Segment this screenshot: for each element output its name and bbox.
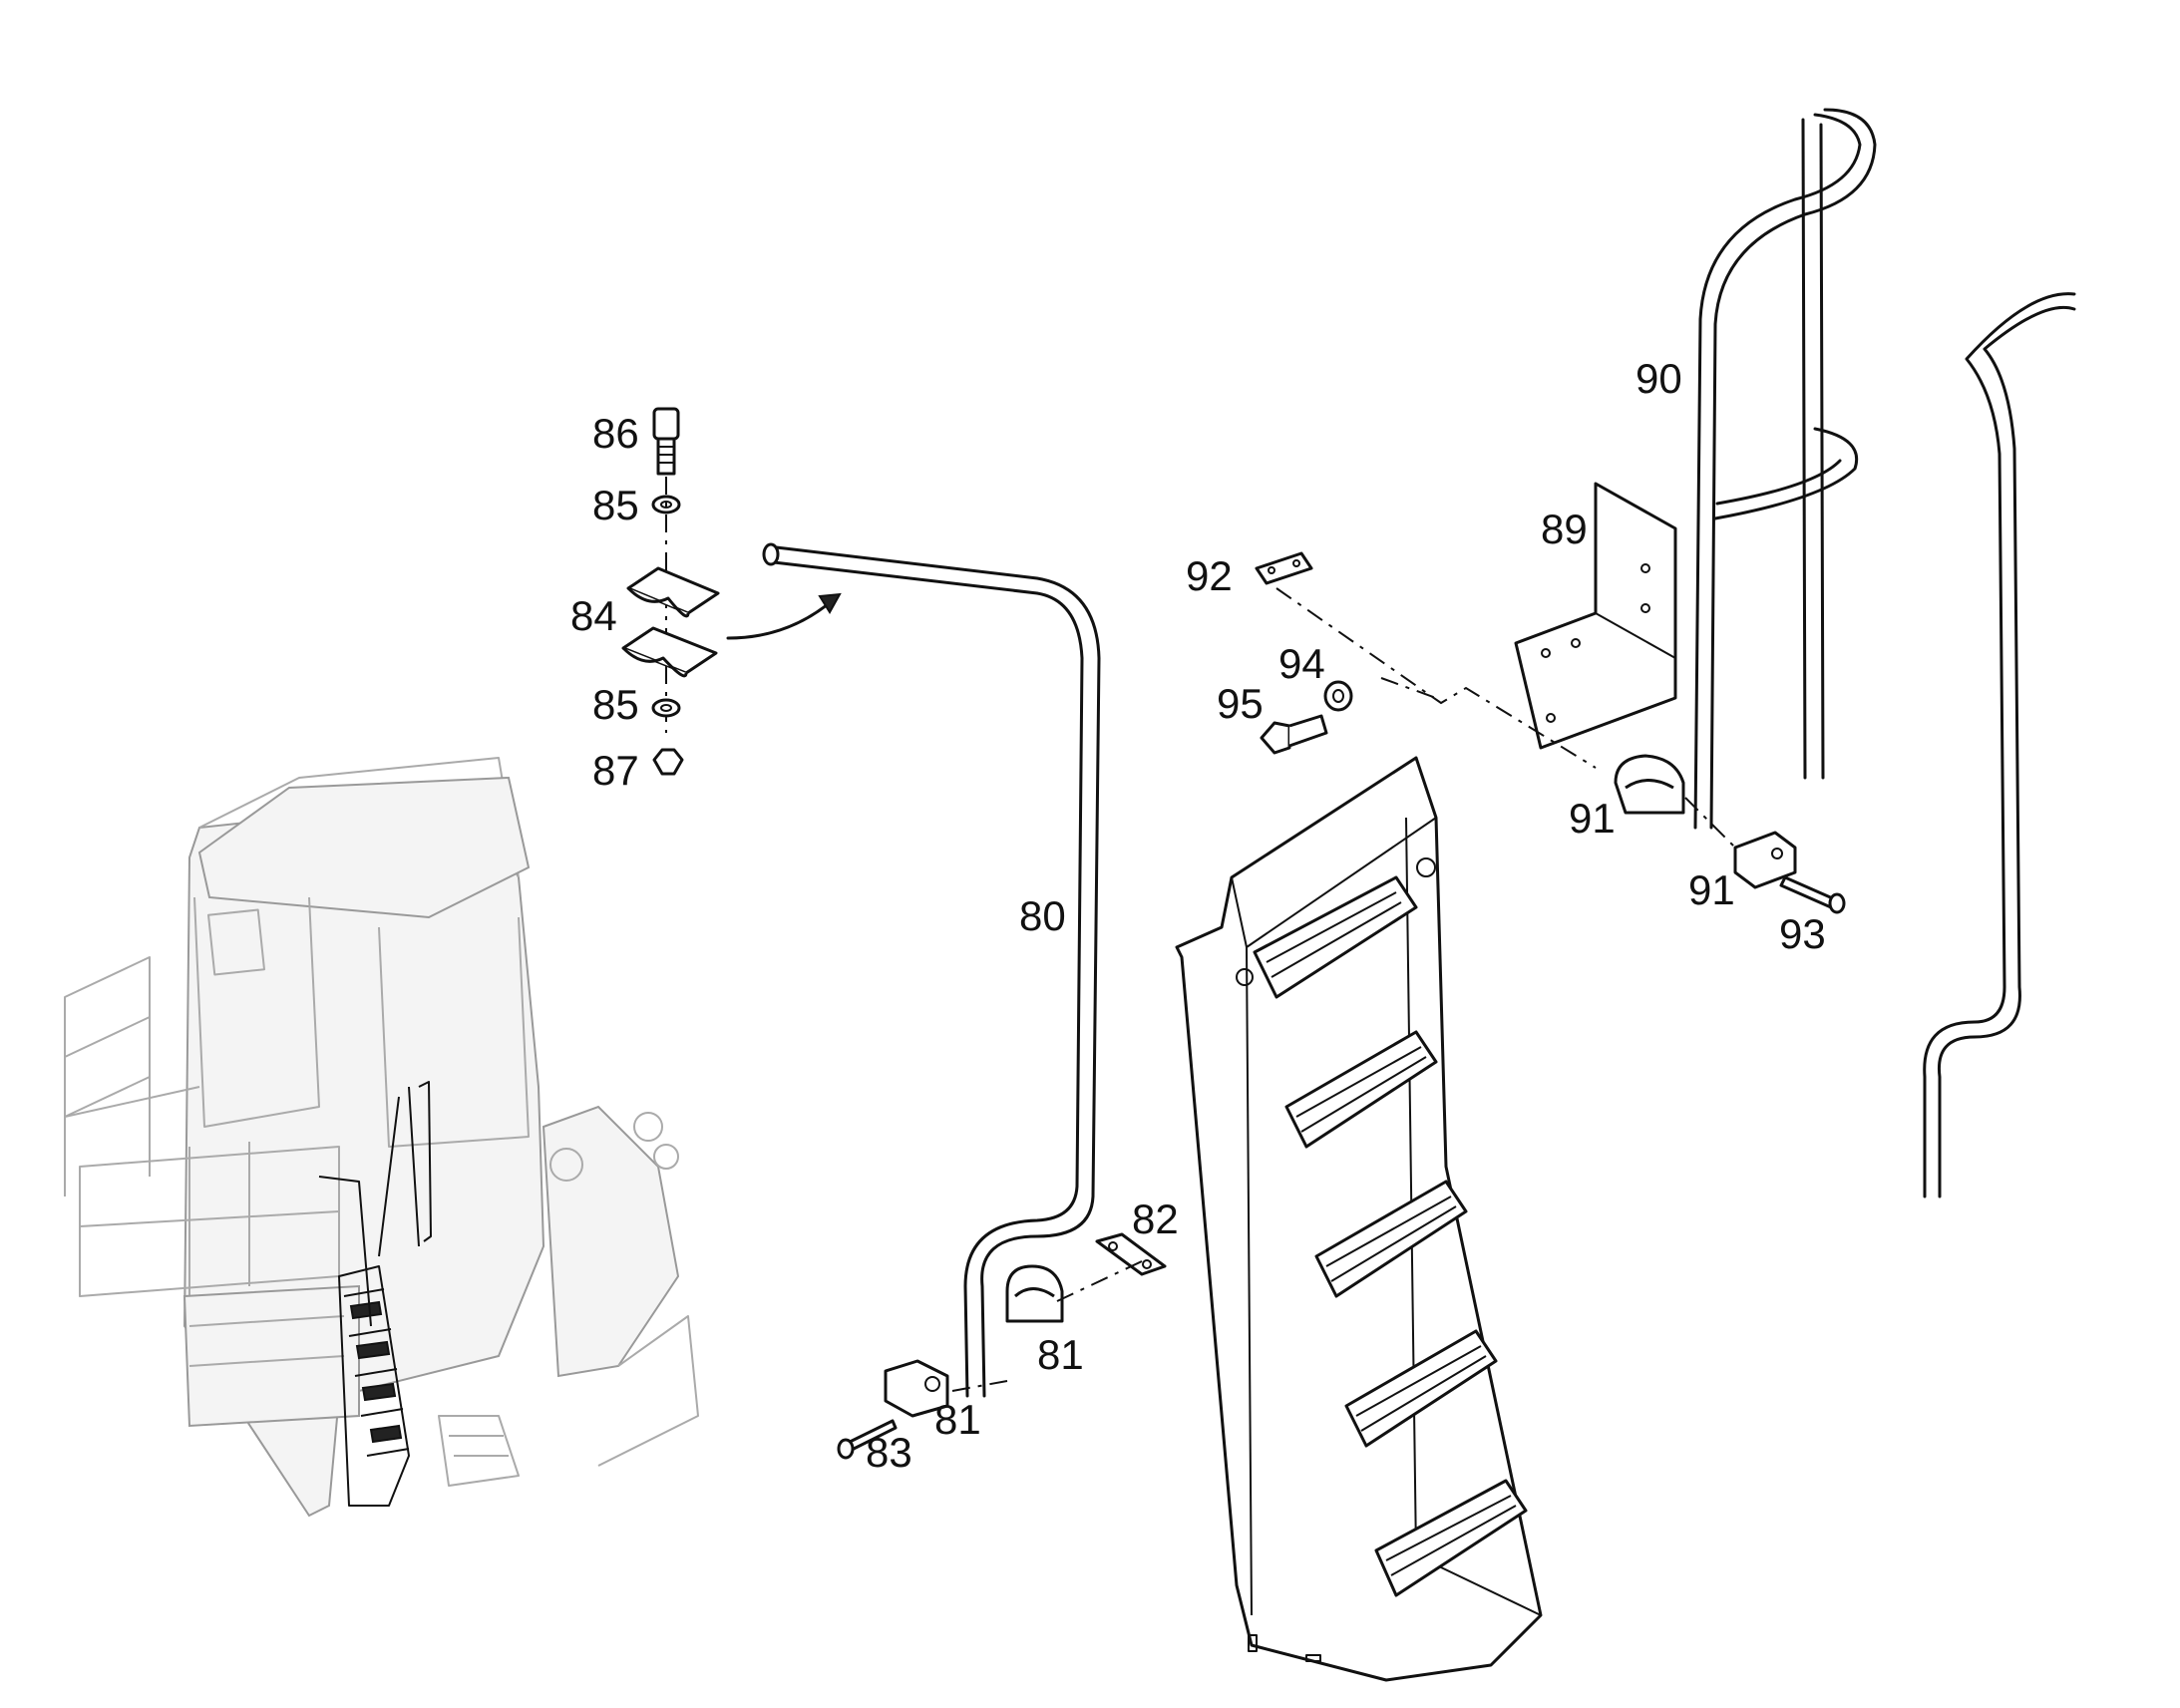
callout-90: 90 (1635, 355, 1682, 402)
bolt-83 (837, 1419, 898, 1460)
tread-5 (1374, 1479, 1528, 1597)
callout-83: 83 (866, 1429, 912, 1476)
callout-81-right: 81 (1037, 1331, 1084, 1378)
tread-4 (1344, 1329, 1498, 1448)
bolt-95 (1260, 714, 1328, 755)
bracket-89 (1514, 482, 1677, 750)
callout-82: 82 (1132, 1196, 1179, 1242)
callout-87: 87 (592, 747, 639, 794)
machine-overview (64, 757, 699, 1518)
tread-1 (1253, 875, 1418, 999)
plate-92 (1255, 551, 1313, 585)
callout-81-left: 81 (934, 1396, 981, 1443)
callout-91-lower: 91 (1688, 866, 1735, 913)
callout-95: 95 (1217, 680, 1264, 727)
bolt-86 (652, 407, 680, 476)
handrail-right (1923, 292, 2076, 1198)
callout-91-upper: 91 (1569, 795, 1616, 842)
callout-89: 89 (1541, 506, 1588, 552)
plate-82 (1095, 1232, 1167, 1276)
clamp-91-upper (1614, 754, 1685, 815)
washer-85-lower (651, 698, 681, 718)
callout-93: 93 (1779, 910, 1826, 957)
washer-94 (1323, 680, 1353, 712)
tread-2 (1284, 1030, 1438, 1149)
handrail-90 (1693, 108, 1877, 830)
clamp-84 (621, 566, 720, 678)
nut-87 (652, 748, 684, 776)
clamp-assembly (621, 407, 842, 776)
callout-92: 92 (1186, 552, 1233, 599)
clamp-91-lower (1733, 831, 1797, 889)
bolt-93 (1779, 875, 1846, 914)
clamp-81-lower (884, 1359, 949, 1418)
callout-80: 80 (1019, 892, 1066, 939)
clamp-81-upper (1005, 1264, 1064, 1323)
callout-84: 84 (570, 592, 617, 639)
tread-3 (1314, 1180, 1468, 1298)
handrail-80 (762, 542, 1101, 1398)
callout-85-lower: 85 (592, 681, 639, 728)
callout-85-upper: 85 (592, 482, 639, 528)
callout-labels: 86 85 84 85 87 80 82 81 81 83 90 89 92 9… (570, 355, 1826, 1476)
callout-94: 94 (1278, 640, 1325, 687)
step-ladder (1175, 756, 1543, 1682)
callout-86: 86 (592, 410, 639, 457)
